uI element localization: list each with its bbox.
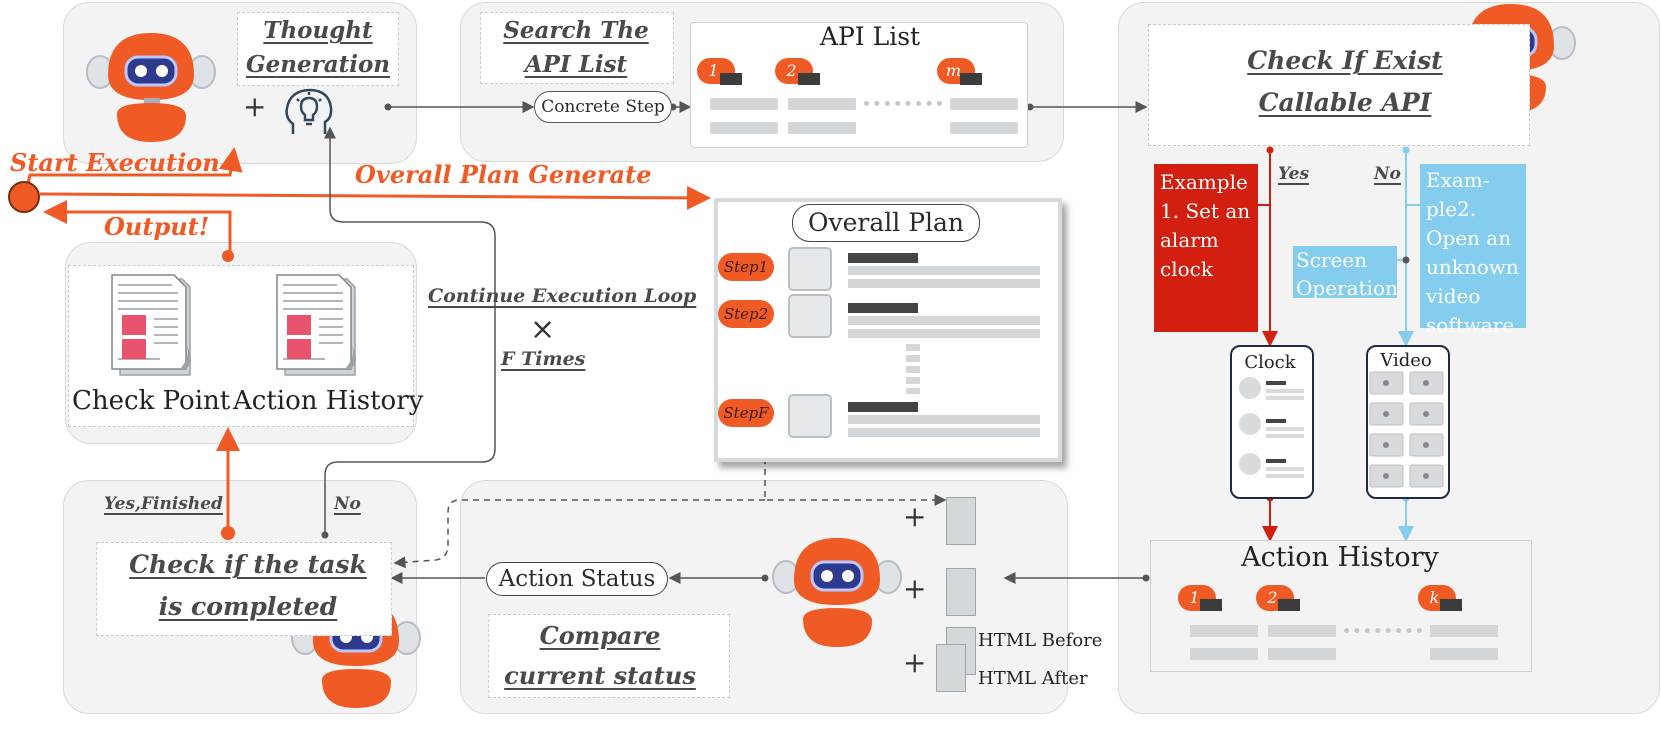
check-callable-label: Check If Exist Callable API [1247,46,1443,117]
overall-plan-generate-label: Overall Plan Generate [355,160,652,189]
thought-generation-box [237,12,399,86]
action-status-pill: Action Status [486,562,668,596]
no-bottom-label: No [334,494,361,514]
api-badge-tail [720,73,742,85]
placeholder-bar [1430,625,1498,637]
placeholder-bar [848,303,918,313]
video-app-title: Video [1380,350,1432,371]
ellipsis-dots [864,101,942,106]
thought-generation-label: Thought Generation [245,17,391,78]
placeholder-bar [848,428,1040,437]
html-after-thumb [936,644,966,692]
html-after-label: HTML After [978,668,1088,689]
example1-card: Example1. Set an alarm clock [1154,164,1258,332]
compare-status-box [488,614,730,698]
placeholder-bar [788,98,856,110]
api-badge-tail [798,73,820,85]
check-task-label: Check if the task is completed [129,550,367,621]
no-label: No [1374,164,1401,184]
clock-app-title: Clock [1244,352,1296,373]
api-badge-1: 1. [697,58,735,84]
placeholder-bar [950,122,1018,134]
yes-label: Yes [1278,164,1310,184]
search-api-box [480,12,674,84]
image-icon [788,247,832,291]
placeholder-bar [848,279,1040,288]
continue-loop-label: Continue Execution Loop [428,285,697,307]
placeholder-bar [710,122,778,134]
output-label: Output! [104,212,210,241]
placeholder-bar [848,266,1040,275]
yes-finished-label: Yes,Finished [104,494,223,514]
api-badge-2: 2. [775,58,813,84]
play-icon [1383,380,1429,479]
placeholder-bar [1268,625,1336,637]
times-symbol: × [530,312,556,347]
placeholder-bar [788,122,856,134]
plan-step-f: StepF [718,399,774,427]
screenshot-thumb [946,497,976,545]
placeholder-bar [848,329,1040,338]
placeholder-bar [950,98,1018,110]
placeholder-bar [1430,648,1498,660]
document-icon [276,274,356,376]
robot-icon [86,33,216,142]
ellipsis-dots [1344,628,1422,633]
action-history-doc-label: Action History [233,386,424,416]
check-point-label: Check Point [72,386,231,416]
screenshot-thumb [946,568,976,616]
placeholder-bar [848,402,918,412]
overall-plan-title: Overall Plan [792,204,980,242]
brain-bulb-icon [285,88,333,134]
start-execution-label: Start Execution [10,148,220,177]
f-times-label: F Times [501,348,586,370]
image-icon [788,294,832,338]
placeholder-bar [710,98,778,110]
document-icon [111,274,191,376]
search-api-label: Search The API List [503,17,649,78]
plus-sign: + [903,500,927,533]
history-badge-tail [1200,599,1222,611]
api-badge-tail [960,73,982,85]
history-badge-tail [1278,599,1300,611]
action-history-title: Action History [1241,542,1439,573]
api-list-title: API List [819,22,921,51]
compare-status-label: Compare current status [504,621,696,690]
placeholder-bar [1268,648,1336,660]
plus-sign: + [903,646,927,679]
vertical-ellipsis [906,344,920,394]
check-task-box [96,542,392,636]
placeholder-bar [848,253,918,263]
placeholder-bar [848,415,1040,424]
plan-step-1: Step1 [718,253,774,281]
placeholder-bar [1190,648,1258,660]
plan-step-2: Step2 [718,300,774,328]
example2-card: Exam-ple2. Open an unknown video softwar… [1420,164,1526,337]
image-icon [788,394,832,438]
placeholder-bar [848,316,1040,325]
screen-operation-card: Screen Operation [1293,246,1398,300]
robot-icon [772,538,902,647]
history-badge-tail [1440,599,1462,611]
concrete-step-pill: Concrete Step [534,91,672,123]
placeholder-bar [1190,625,1258,637]
html-before-label: HTML Before [978,630,1103,651]
plus-sign: + [903,572,927,605]
check-callable-box [1148,24,1530,146]
plus-sign: + [243,90,267,123]
